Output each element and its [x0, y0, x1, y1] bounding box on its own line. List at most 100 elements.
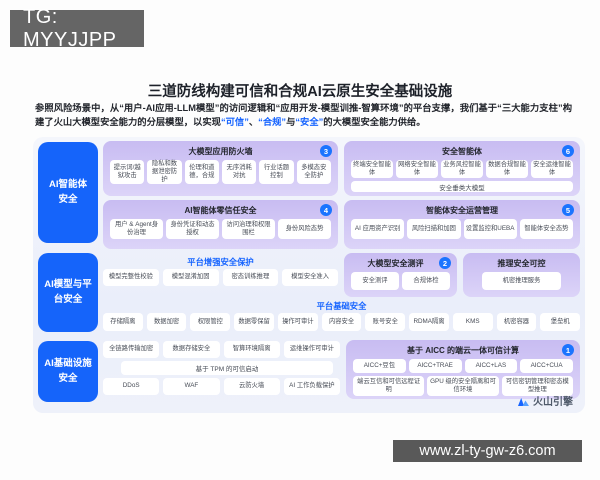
capability-item: WAF — [163, 378, 220, 395]
capability-item: 提示词/越狱攻击 — [110, 160, 145, 184]
diagram-board: AI智能体 安全 AI模型与平 台安全 AI基础设施 安全 大模型应用防火墙 3… — [33, 137, 585, 413]
card-security-agents: 安全智能体 6 终端安全智能体 网络安全智能体 业务风控智能体 数据合规智能体 … — [344, 141, 580, 196]
count-badge: 1 — [562, 344, 574, 356]
count-badge: 3 — [320, 145, 332, 157]
platform-base-items: 存储隔离 数据加密 权限管控 数据零保留 操作可审计 内容安全 账号安全 RDM… — [103, 313, 581, 331]
card-aicc-trusted-computing: 基于 AICC 的端云一体可信计算 1 AICC+豆包 AICC+TRAE AI… — [346, 340, 580, 399]
count-badge: 4 — [320, 204, 332, 216]
capability-item: 行业话题控制 — [259, 160, 294, 184]
capability-item: 业务风控智能体 — [441, 160, 483, 178]
card-agent-security-ops: 智能体安全运营管理 5 AI 应用资产识别 风险扫描和加固 设置监控和UEBA … — [344, 200, 580, 249]
site-url-banner: www.zl-ty-gw-z6.com — [393, 440, 582, 462]
tg-watermark-label: TG: MYYJJPP — [23, 5, 117, 51]
card-title: 大模型应用防火墙 — [188, 147, 253, 156]
capability-item: 操作可审计 — [277, 313, 318, 331]
volcengine-logo: 火山引擎 — [517, 393, 573, 408]
capability-item: 数据存储安全 — [163, 341, 220, 358]
card-title: 推理安全可控 — [497, 259, 546, 268]
capability-item: DDoS — [103, 378, 160, 395]
capability-item: AI 工作负载保护 — [283, 378, 340, 395]
count-badge: 2 — [439, 257, 451, 269]
security-vertical-llm-item: 安全垂类大模型 — [351, 181, 573, 192]
volcengine-logo-text: 火山引擎 — [533, 397, 573, 408]
capability-item: AICC+TRAE — [408, 359, 462, 373]
capability-item: 网络安全智能体 — [396, 160, 438, 178]
capability-item: 密态训练推理 — [222, 269, 279, 286]
capability-item: 终端安全智能体 — [351, 160, 393, 178]
capability-item: 全链路传输加密 — [103, 341, 160, 358]
card-title: 基于 AICC 的端云一体可信计算 — [407, 346, 519, 355]
capability-item: 伦理和道德，合规 — [184, 160, 219, 184]
sidebar-item-ai-agent-security: AI智能体 安全 — [38, 142, 98, 243]
tg-watermark: TG: MYYJJPP — [10, 6, 144, 51]
card-inference-control: 推理安全可控 机密推理服务 — [463, 253, 580, 297]
capability-item: 身份风险态势 — [278, 219, 331, 239]
capability-item: AICC+CUA — [520, 359, 573, 373]
capability-item: 机密容器 — [496, 313, 537, 331]
capability-item: 多模态安全防护 — [296, 160, 331, 184]
capability-item: 权限管控 — [190, 313, 231, 331]
capability-item: 堡垒机 — [540, 313, 581, 331]
infra-row-3: DDoS WAF 云防火墙 AI 工作负载保护 — [103, 378, 340, 395]
platform-enhanced-items: 模型完整性校验 模型混淆加固 密态训练推理 模型安全准入 — [103, 269, 338, 286]
intro-tail: 的大模型安全能力供给。 — [323, 116, 426, 127]
capability-item: AI 应用资产识别 — [351, 219, 405, 239]
capability-item: 设置监控和UEBA — [463, 219, 517, 239]
capability-item: 风险扫描和加固 — [407, 219, 461, 239]
count-badge: 6 — [562, 145, 574, 157]
capability-item: 用户 & Agent身份治理 — [110, 219, 163, 239]
sidebar-item-ai-model-platform-security: AI模型与平 台安全 — [38, 253, 98, 332]
capability-item: AICC+豆包 — [353, 359, 406, 373]
card-title: 智能体安全运营管理 — [426, 206, 498, 215]
capability-item: 存储隔离 — [103, 313, 143, 331]
capability-item: AICC+LAS — [464, 359, 518, 373]
sidebar-item-ai-infrastructure-security: AI基础设施 安全 — [38, 341, 98, 402]
capability-item: 端云互信和可信远程证明 — [353, 376, 425, 396]
intro-sep-1: 、 — [248, 116, 259, 127]
page-title: 三道防线构建可信和合规AI云原生安全基础设施 — [147, 84, 453, 100]
capability-item: 机密推理服务 — [482, 272, 561, 290]
card-llm-security-eval: 大模型安全测评 2 安全测评 合规体检 — [344, 253, 457, 297]
count-badge: 5 — [562, 204, 574, 216]
capability-item: RDMA隔离 — [409, 313, 449, 331]
capability-item: 合规体检 — [402, 272, 450, 290]
card-title: 大模型安全测评 — [367, 259, 424, 268]
card-llm-app-firewall: 大模型应用防火墙 3 提示词/越狱攻击 隐私和数据泄密防护 伦理和道德，合规 无… — [103, 141, 338, 196]
capability-item: 智算环境隔离 — [223, 341, 280, 358]
capability-item: 智能体安全态势 — [519, 219, 573, 239]
capability-item: 模型完整性校验 — [103, 269, 159, 286]
platform-base-title: 平台基础安全 — [316, 301, 367, 311]
card-title: AI智能体零信任安全 — [184, 206, 257, 215]
capability-item: GPU 级的安全隔离和可信环境 — [427, 376, 499, 396]
intro-paragraph: 参照风险场景中，从“用户-AI应用-LLM模型”的访问逻辑和“应用开发-模型训推… — [35, 102, 572, 130]
capability-item: 安全运维智能体 — [531, 160, 573, 178]
capability-item: 无序消耗对抗 — [221, 160, 257, 184]
capability-item: 数据合规智能体 — [486, 160, 528, 178]
intro-sep-2: 与 — [286, 116, 296, 127]
capability-item: 数据零保留 — [234, 313, 274, 331]
capability-item: 内容安全 — [321, 313, 362, 331]
capability-item: 模型混淆加固 — [162, 269, 219, 286]
site-url-text: www.zl-ty-gw-z6.com — [419, 443, 556, 459]
capability-item: KMS — [452, 313, 493, 331]
intro-text: 参照风险场景中，从“用户-AI应用-LLM模型”的访问逻辑和“应用开发-模型训推… — [35, 103, 572, 127]
highlight-compliant: “合规” — [258, 116, 287, 127]
capability-item: 账号安全 — [365, 313, 406, 331]
capability-item: 数据加密 — [146, 313, 187, 331]
card-title: 安全智能体 — [442, 147, 482, 156]
capability-item: 模型安全准入 — [282, 269, 338, 286]
volcengine-logo-icon — [518, 397, 529, 406]
highlight-trusted: “可信” — [220, 116, 249, 127]
capability-item: 运维操作可审计 — [283, 341, 340, 358]
tpm-trusted-boot-item: 基于 TPM 的可信启动 — [121, 361, 333, 375]
platform-enhanced-title: 平台增强安全保护 — [187, 257, 254, 267]
capability-item: 可信密钥管理和密态模型推理 — [501, 376, 573, 396]
capability-item: 云防火墙 — [223, 378, 280, 395]
infra-row-1: 全链路传输加密 数据存储安全 智算环境隔离 运维操作可审计 — [103, 341, 340, 358]
card-agent-zero-trust: AI智能体零信任安全 4 用户 & Agent身份治理 身份凭证和动态授权 访问… — [103, 200, 338, 249]
capability-item: 安全测评 — [351, 272, 399, 290]
capability-item: 身份凭证和动态授权 — [166, 219, 219, 239]
capability-item: 隐私和数据泄密防护 — [147, 160, 182, 184]
capability-item: 访问治理和权限围栏 — [222, 219, 275, 239]
